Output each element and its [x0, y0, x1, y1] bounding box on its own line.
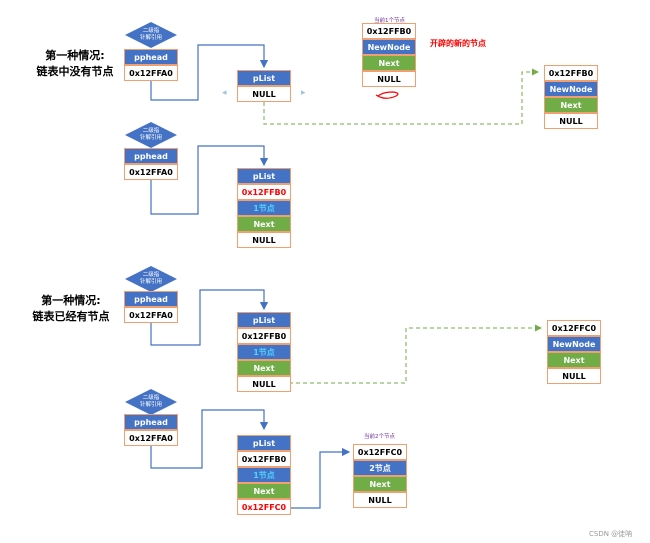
node-next: Next [362, 55, 416, 71]
node-data: NewNode [362, 39, 416, 55]
case1-line1: 第一种情况: [45, 49, 105, 62]
case2-line1: 第一种情况: [41, 294, 101, 307]
node-next: Next [353, 476, 407, 492]
pointer-arrow [150, 145, 269, 215]
dereference-diamond: 二级指针解引用 [125, 266, 177, 292]
left-nav-icon: ◂ [222, 88, 227, 98]
diamond-text-1: 二级指 [142, 395, 160, 401]
dashed-link [289, 324, 542, 384]
node-next-value: 0x12FFC0 [237, 499, 291, 515]
node-count-caption: 当前2个节点 [364, 434, 395, 440]
node-next-value: NULL [237, 376, 291, 392]
node-data: 1节点 [237, 200, 291, 216]
node-next: Next [237, 483, 291, 499]
diamond-shape [125, 22, 177, 48]
dereference-diamond: 二级指针解引用 [125, 389, 177, 415]
node-address: 0x12FFB0 [362, 23, 416, 39]
node-next-value: NULL [237, 232, 291, 248]
case1-line2: 链表中没有节点 [36, 65, 114, 78]
node-next: Next [547, 352, 601, 368]
plist-label: pList [237, 435, 291, 451]
node-next-value: NULL [353, 492, 407, 508]
diamond-text-1: 二级指 [142, 272, 160, 278]
plist-value: NULL [237, 86, 291, 102]
plist-label: pList [237, 168, 291, 184]
pointer-arrow [150, 44, 269, 101]
diamond-text-2: 针解引用 [139, 135, 162, 141]
node-data: NewNode [547, 336, 601, 352]
node-next-value: NULL [544, 113, 598, 129]
node-count-caption: 当前1个节点 [374, 18, 405, 24]
dereference-diamond: 二级指针解引用 [125, 122, 177, 148]
dashed-link [263, 68, 539, 125]
pphead-label: pphead [124, 148, 178, 164]
pphead-address: 0x12FFA0 [124, 307, 178, 323]
node-address: 0x12FFC0 [353, 444, 407, 460]
node-address: 0x12FFC0 [547, 320, 601, 336]
diamond-shape [125, 266, 177, 292]
pphead-label: pphead [124, 414, 178, 430]
pphead-address: 0x12FFA0 [124, 164, 178, 180]
pphead-label: pphead [124, 291, 178, 307]
plist-value: 0x12FFB0 [237, 451, 291, 467]
scribble-mark [375, 91, 399, 99]
node-data: 1节点 [237, 344, 291, 360]
node-next: Next [544, 97, 598, 113]
right-nav-icon: ▸ [301, 88, 306, 98]
pointer-arrow [150, 289, 269, 346]
pphead-address: 0x12FFA0 [124, 430, 178, 446]
pointer-arrow [289, 447, 351, 509]
case2-heading: 第一种情况: 链表已经有节点 [16, 293, 126, 325]
pointer-arrow [150, 409, 269, 469]
diamond-shape [125, 122, 177, 148]
node-next: Next [237, 216, 291, 232]
node-data: 1节点 [237, 467, 291, 483]
dereference-diamond: 二级指针解引用 [125, 22, 177, 48]
plist-value: 0x12FFB0 [237, 184, 291, 200]
node-data: 2节点 [353, 460, 407, 476]
node-data: NewNode [544, 81, 598, 97]
watermark: CSDN @徒呐 [589, 530, 633, 538]
new-node-note: 开辟的新的节点 [430, 39, 486, 48]
diamond-text-2: 针解引用 [139, 402, 162, 408]
case1-heading: 第一种情况: 链表中没有节点 [20, 48, 130, 80]
plist-label: pList [237, 70, 291, 86]
node-next: Next [237, 360, 291, 376]
plist-label: pList [237, 312, 291, 328]
pphead-address: 0x12FFA0 [124, 65, 178, 81]
diamond-text-1: 二级指 [142, 28, 160, 34]
plist-value: 0x12FFB0 [237, 328, 291, 344]
pphead-label: pphead [124, 49, 178, 65]
case2-line2: 链表已经有节点 [32, 310, 110, 323]
diamond-shape [125, 389, 177, 415]
diamond-text-2: 针解引用 [139, 35, 162, 41]
diamond-text-2: 针解引用 [139, 279, 162, 285]
node-next-value: NULL [547, 368, 601, 384]
node-address: 0x12FFB0 [544, 65, 598, 81]
diamond-text-1: 二级指 [142, 128, 160, 134]
node-next-value: NULL [362, 71, 416, 87]
